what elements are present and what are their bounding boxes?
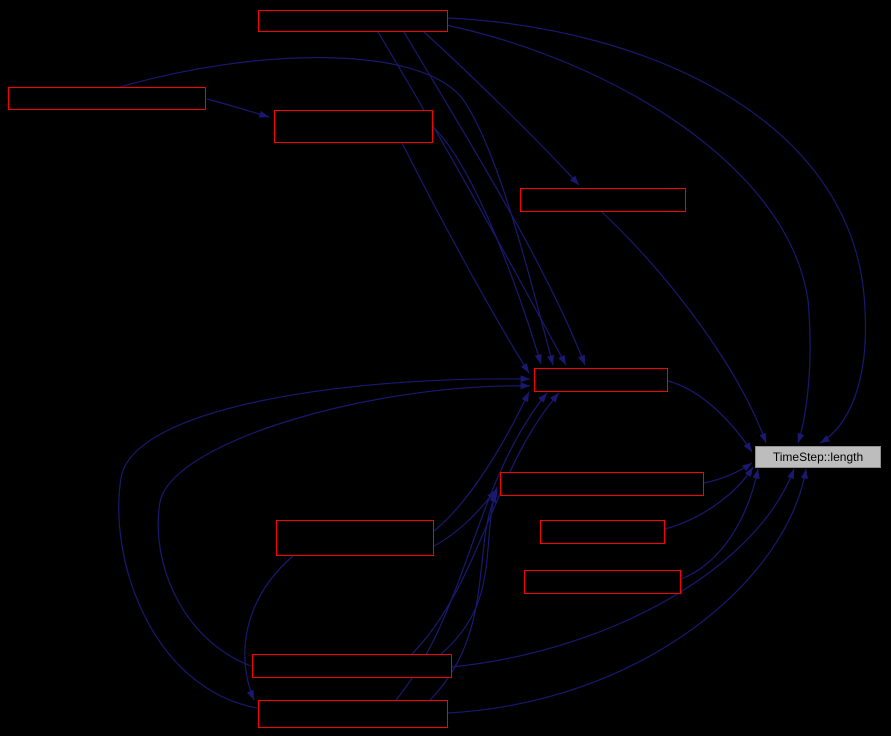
edge-node-bottom-2-to-target <box>447 468 808 714</box>
edge-node-lower-right-2-to-target <box>664 466 754 530</box>
edge-node-top-to-node-center <box>377 31 567 366</box>
target-node-timestep-length: TimeStep::length <box>755 446 881 468</box>
node-bottom-1[interactable] <box>252 654 452 678</box>
node-lower-right-3[interactable] <box>524 570 681 594</box>
edge-node-top-to-target <box>447 17 867 444</box>
edge-node-bottom-1-to-target <box>451 468 795 668</box>
edge-node-mid-right-to-target <box>601 211 767 444</box>
node-center[interactable] <box>534 368 668 392</box>
node-top[interactable] <box>258 10 448 32</box>
node-mid-right[interactable] <box>520 188 686 212</box>
edge-node-bottom-1-to-node-lower-right-1 <box>440 486 498 655</box>
node-lower-right-1[interactable] <box>500 472 704 496</box>
edge-node-upper-left-to-node-center <box>119 57 555 366</box>
edge-node-top-to-node-mid-right <box>423 31 580 186</box>
edge-node-upper-left-to-node-upper-mid <box>206 98 270 118</box>
edge-node-bottom-1-to-node-center <box>157 382 531 667</box>
edge-node-lower-right-3-to-target <box>680 468 760 580</box>
edge-node-mid-left-to-node-center <box>433 391 530 532</box>
node-mid-left[interactable] <box>276 520 434 556</box>
edge-node-upper-mid-to-node-center <box>401 142 530 374</box>
edge-node-lower-right-1-to-target <box>703 462 753 484</box>
node-upper-left[interactable] <box>8 87 206 110</box>
edge-node-upper-mid-to-node-center <box>432 126 542 365</box>
node-bottom-2[interactable] <box>258 700 448 728</box>
edge-node-bottom-1-to-node-center <box>411 392 560 655</box>
node-upper-mid[interactable] <box>274 110 433 143</box>
edge-node-mid-left-to-node-bottom-2 <box>244 555 294 701</box>
node-lower-right-2[interactable] <box>540 520 665 544</box>
edge-node-bottom-2-to-node-center <box>118 375 531 709</box>
edge-node-top-to-target <box>445 24 811 444</box>
edge-node-center-to-target <box>667 380 753 453</box>
